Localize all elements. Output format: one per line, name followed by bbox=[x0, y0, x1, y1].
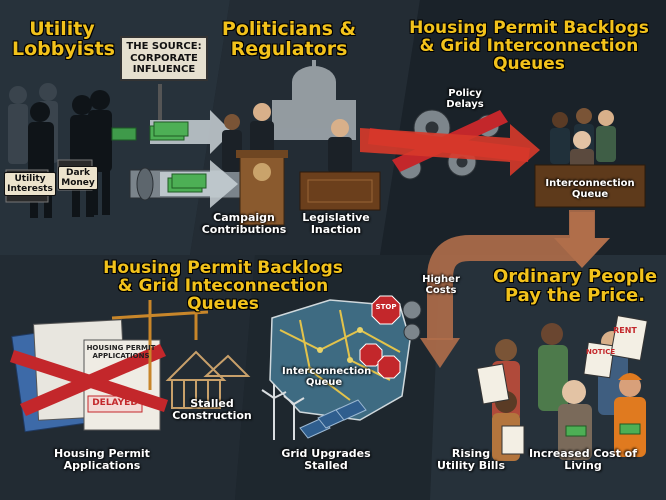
notice-notice: NOTICE bbox=[586, 348, 616, 356]
permit-red-tape bbox=[10, 344, 168, 416]
cash-stacks bbox=[149, 121, 207, 193]
delay-arrow bbox=[360, 124, 540, 176]
heading-ordinary-people: Ordinary People Pay the Price. bbox=[492, 266, 658, 306]
stop-sign-text: STOP bbox=[375, 303, 397, 311]
label-utility-interests: Utility Interests bbox=[4, 172, 56, 196]
construction-crane bbox=[111, 300, 209, 390]
doc-stamp-delayed: DELAYED bbox=[92, 398, 138, 408]
grid-map bbox=[269, 299, 411, 421]
cost-flow-arrowhead bbox=[420, 338, 460, 368]
label-policy-delays: Policy Delays bbox=[446, 88, 484, 110]
podium bbox=[236, 150, 288, 226]
source-sign-line1: THE SOURCE: bbox=[126, 41, 202, 52]
source-sign-line2: CORPORATE INFLUENCE bbox=[130, 52, 198, 76]
heading-utility-lobbyists: Utility Lobbyists bbox=[12, 18, 115, 60]
notice-rent: RENT bbox=[613, 326, 637, 335]
legislative-desk bbox=[299, 171, 381, 211]
lobbyist-figures bbox=[5, 83, 137, 218]
heading-backlogs-bottom: Housing Permit Backlogs & Grid Inteconne… bbox=[103, 258, 343, 314]
stop-signs bbox=[359, 295, 422, 379]
label-increased-cost-of-living: Increased Cost of Living bbox=[528, 447, 638, 473]
cash-in-hand bbox=[565, 423, 641, 437]
label-interconnection-queue-top: Interconnection Queue bbox=[545, 178, 635, 200]
label-housing-permit-applications: Housing Permit Applications bbox=[54, 447, 150, 473]
official-figures bbox=[550, 108, 616, 169]
label-grid-upgrades-stalled: Grid Upgrades Stalled bbox=[281, 447, 371, 473]
heading-backlogs-top: Housing Permit Backlogs & Grid Interconn… bbox=[409, 18, 649, 74]
label-rising-utility-bills: Rising Utility Bills bbox=[436, 447, 505, 473]
solar-panels bbox=[299, 399, 367, 439]
source-sign: THE SOURCE: CORPORATE INFLUENCE bbox=[120, 36, 208, 81]
heading-politicians-regulators: Politicians & Regulators bbox=[221, 18, 357, 60]
queue-down-arrow bbox=[554, 212, 610, 268]
unfinished-houses bbox=[165, 350, 251, 409]
label-stalled-construction: Stalled Construction bbox=[172, 397, 252, 423]
queue-desk bbox=[534, 164, 646, 208]
doc-title-housing-permit: HOUSING PERMIT APPLICATIONS bbox=[86, 344, 156, 360]
money-arrow-upper bbox=[150, 110, 232, 154]
label-interconnection-queue-map: Interconnection Queue bbox=[282, 366, 372, 388]
label-higher-costs: Higher Costs bbox=[422, 274, 460, 296]
label-legislative-inaction: Legislative Inaction bbox=[302, 211, 370, 237]
bills-and-notices bbox=[476, 315, 648, 455]
sign-post bbox=[158, 84, 162, 120]
wind-turbines bbox=[261, 384, 305, 440]
label-dark-money: Dark Money bbox=[58, 166, 98, 190]
label-campaign-contributions: Campaign Contributions bbox=[201, 211, 287, 237]
